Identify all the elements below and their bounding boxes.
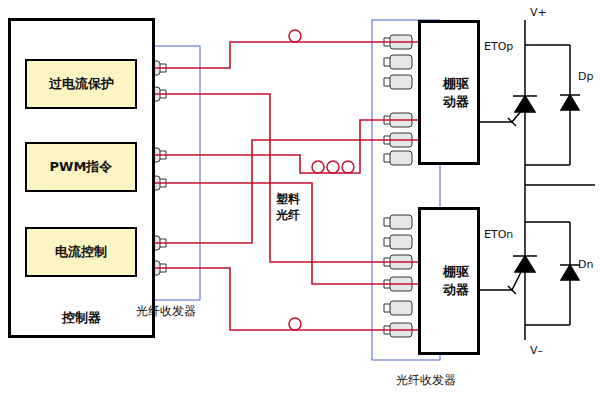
fiber-connector — [137, 140, 418, 243]
fiber-connector — [137, 94, 418, 262]
device-label: ETOn — [484, 228, 513, 241]
terminal-label: V+ — [530, 6, 547, 19]
gate-driver-box: 棚驱 动器 — [418, 20, 480, 165]
eto-circuit — [480, 20, 595, 340]
node-label: 电流控制 — [55, 243, 107, 261]
gate-driver-box: 棚驱 动器 — [418, 207, 480, 355]
node-label: 过电流保护 — [49, 75, 114, 93]
controller-box: 控制器 过电流保护 PWM指令电流控制 — [8, 18, 155, 338]
fiber-label: 塑料 光纤 — [276, 192, 304, 223]
terminal-label: V– — [530, 344, 543, 357]
node-label: 棚驱 动器 — [443, 75, 473, 110]
fiber-loops — [289, 30, 354, 330]
fiber-connectors — [138, 35, 412, 337]
function-block: 电流控制 — [25, 227, 137, 277]
device-label: Dn — [578, 258, 593, 271]
function-block: 过电流保护 — [25, 59, 137, 109]
node-label: 棚驱 动器 — [443, 263, 473, 298]
fiber-connector — [137, 268, 418, 330]
transceiver-label: 光纤收发器 — [396, 372, 456, 389]
device-label: ETOp — [484, 40, 513, 53]
transceiver-label: 光纤收发器 — [136, 303, 196, 320]
node-label: 控制器 — [62, 309, 101, 327]
fiber-connector — [137, 120, 418, 173]
function-block: PWM指令 — [25, 142, 137, 192]
device-label: Dp — [578, 70, 593, 83]
node-label: PWM指令 — [50, 158, 113, 176]
fiber-connector — [137, 183, 418, 284]
fiber-connector — [137, 42, 418, 68]
